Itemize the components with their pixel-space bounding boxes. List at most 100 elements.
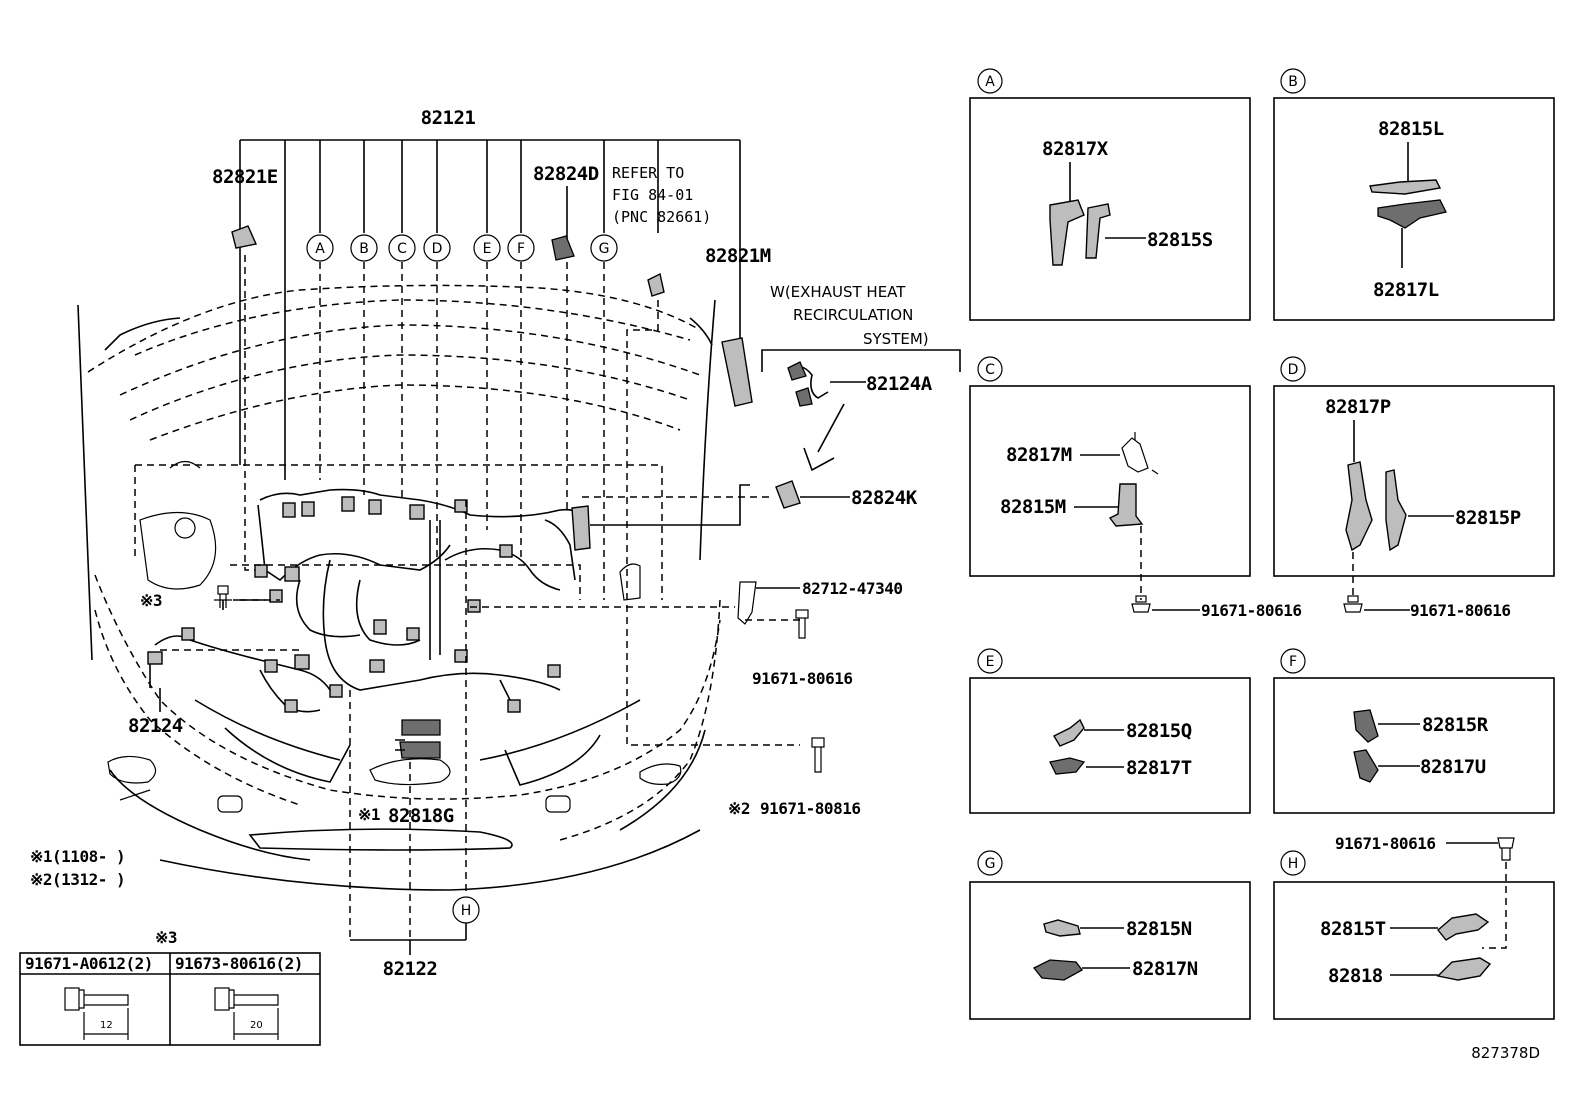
part-82661-shape (647, 272, 665, 297)
vehicle-outline (77, 284, 721, 891)
detail-g: G 82815N 82817N (969, 850, 1251, 1020)
svg-text:82815M: 82815M (1000, 496, 1066, 518)
svg-text:D: D (1288, 362, 1299, 378)
detail-b: B 82815L 82817L (1273, 68, 1555, 321)
part-82824K-label: 82824K (851, 487, 918, 509)
bolt-mark3-left (214, 585, 232, 608)
svg-text:REFER TO: REFER TO (612, 164, 684, 182)
bolt-91671-80616-main (795, 609, 809, 639)
svg-text:G: G (599, 241, 610, 257)
svg-text:91671-80616: 91671-80616 (1201, 601, 1301, 620)
bolt-91671-80616-label: 91671-80616 (752, 669, 852, 688)
svg-text:※3: ※3 (155, 928, 177, 947)
table-dim2: 20 (250, 1020, 263, 1031)
svg-text:82817L: 82817L (1373, 279, 1439, 301)
part-82821M-label: 82821M (705, 245, 771, 267)
svg-text:82815N: 82815N (1126, 918, 1192, 940)
detail-a: A 82817X 82815S (969, 68, 1251, 321)
svg-text:82815P: 82815P (1455, 507, 1521, 529)
svg-text:A: A (985, 74, 995, 90)
callout-h[interactable]: H (452, 896, 480, 924)
svg-text:FIG 84-01: FIG 84-01 (612, 186, 693, 204)
callout-g[interactable]: G (590, 234, 618, 262)
note-1: ※1(1108- ) (30, 847, 125, 866)
detail-d: D 82817P 82815P 91671-80616 (1273, 356, 1555, 620)
svg-text:RECIRCULATION: RECIRCULATION (793, 306, 913, 324)
part-82712-shape (737, 581, 757, 625)
svg-text:82815Q: 82815Q (1126, 720, 1192, 742)
mark-2-label: ※2 (728, 799, 750, 818)
figure-id: 827378D (1471, 1044, 1540, 1062)
part-82821E-shape (231, 225, 257, 249)
svg-text:82815R: 82815R (1422, 714, 1489, 736)
svg-text:(PNC 82661): (PNC 82661) (612, 208, 711, 226)
mark-3-label: ※3 (140, 591, 162, 610)
svg-text:82817X: 82817X (1042, 138, 1109, 160)
svg-text:SYSTEM): SYSTEM) (863, 330, 929, 348)
callout-d[interactable]: D (423, 234, 451, 262)
svg-text:B: B (1288, 74, 1298, 90)
svg-text:H: H (1288, 856, 1299, 872)
engine-wire-harness (147, 488, 641, 713)
callout-a[interactable]: A (306, 234, 334, 262)
part-82821M-shape (721, 337, 753, 407)
callout-e[interactable]: E (473, 234, 501, 262)
svg-text:H: H (461, 903, 472, 919)
detail-c: C 82817M 82815M 91671-80616 (969, 356, 1302, 620)
svg-text:82817N: 82817N (1132, 958, 1198, 980)
part-82124A-label: 82124A (866, 373, 933, 395)
svg-text:F: F (1289, 654, 1297, 670)
leader-lines (160, 255, 800, 941)
part-82121-label: 82121 (421, 107, 476, 129)
bolt-91671-80816-label: 91671-80816 (760, 799, 860, 818)
svg-text:F: F (517, 241, 525, 257)
svg-text:E: E (986, 654, 995, 670)
mark-1-label: ※1 (358, 805, 380, 824)
svg-text:D: D (432, 241, 443, 257)
table-dim1: 12 (100, 1020, 113, 1031)
svg-text:W(EXHAUST HEAT: W(EXHAUST HEAT (770, 283, 906, 301)
mark3-bolt-table: ※3 91671-A0612(2) 91673-80616(2) 12 20 (19, 928, 321, 1046)
detail-f: F 82815R 82817U (1273, 648, 1555, 814)
w-exhaust-note: W(EXHAUST HEAT RECIRCULATION SYSTEM) (761, 283, 961, 372)
arrow (803, 403, 845, 472)
part-82124-label: 82124 (128, 715, 183, 737)
detail-h-bolt (1497, 837, 1515, 861)
svg-text:C: C (985, 362, 995, 378)
callout-f[interactable]: F (507, 234, 535, 262)
svg-text:E: E (483, 241, 492, 257)
svg-text:91671-80616: 91671-80616 (1410, 601, 1510, 620)
detail-c-bolt (1131, 595, 1151, 613)
detail-d-bolt (1343, 595, 1363, 613)
part-82818G-label: 82818G (388, 805, 454, 827)
detail-e: E 82815Q 82817T (969, 648, 1251, 814)
svg-text:82815T: 82815T (1320, 918, 1386, 940)
table-col2-label: 91673-80616(2) (175, 954, 303, 973)
svg-text:B: B (359, 241, 369, 257)
bolt-91671-80816 (811, 737, 825, 773)
part-82824D-label: 82824D (533, 163, 599, 185)
svg-text:C: C (397, 241, 407, 257)
part-82824D-shape (551, 235, 575, 261)
svg-text:91671-80616: 91671-80616 (1335, 834, 1435, 853)
svg-text:G: G (985, 856, 996, 872)
callout-circles: A B C D E F G H (306, 234, 618, 924)
refer-note: REFER TO FIG 84-01 (PNC 82661) (612, 164, 711, 226)
detail-h: H 91671-80616 82815T 82818 (1273, 834, 1555, 1020)
svg-text:82815S: 82815S (1147, 229, 1213, 251)
table-col1-label: 91671-A0612(2) (25, 954, 153, 973)
part-82712-label: 82712-47340 (802, 579, 902, 598)
svg-text:82818: 82818 (1328, 965, 1383, 987)
part-82122-label: 82122 (383, 958, 438, 980)
svg-text:82817U: 82817U (1420, 756, 1486, 778)
svg-text:82815L: 82815L (1378, 118, 1444, 140)
callout-b[interactable]: B (350, 234, 378, 262)
callout-c[interactable]: C (388, 234, 416, 262)
part-82824K-shape (775, 480, 801, 509)
main-harness-bracket: 82121 (239, 107, 741, 480)
svg-text:82817P: 82817P (1325, 396, 1391, 418)
note-2: ※2(1312- ) (30, 870, 125, 889)
svg-text:A: A (315, 241, 325, 257)
